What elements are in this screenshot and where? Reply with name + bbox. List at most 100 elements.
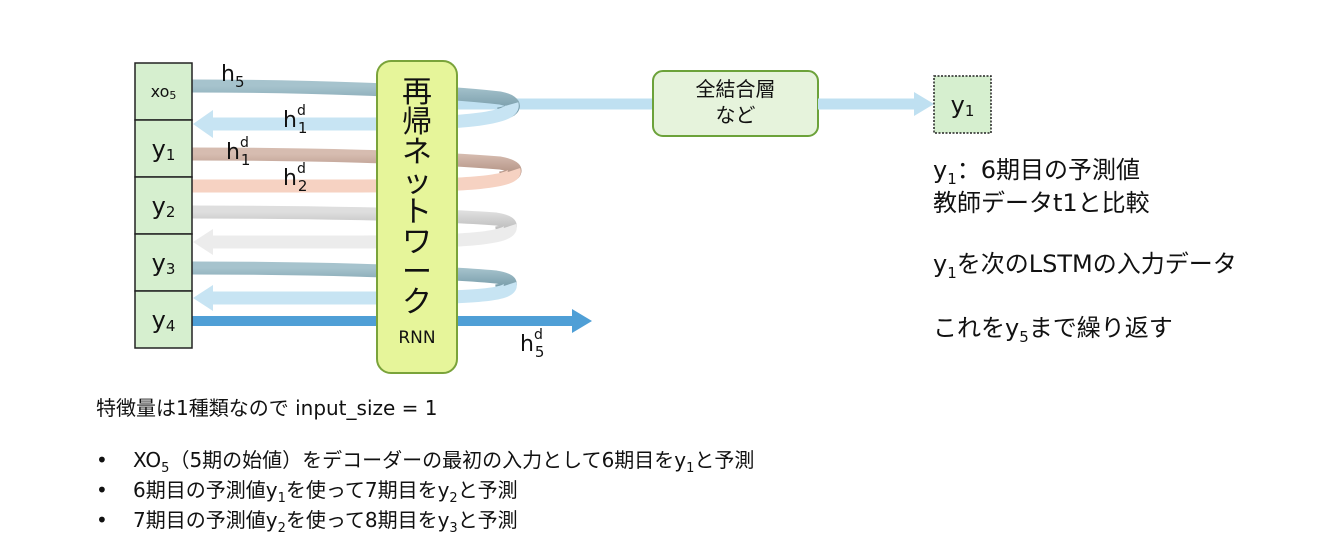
- label-sub: 1: [297, 119, 308, 137]
- loop2-lower-band: [192, 167, 521, 193]
- input-cell-box: [134, 176, 193, 235]
- note-line-4: これをy5まで繰り返す: [933, 312, 1173, 348]
- bullet-mid: を使って7期目をy: [285, 478, 450, 502]
- feature-line: 特徴量は1種類なので input_size = 1: [96, 396, 438, 420]
- bullet-post: と予測: [457, 508, 518, 532]
- rnn-label: RNN: [398, 328, 436, 348]
- bullet-pre: 6期目の予測値y: [133, 478, 278, 502]
- input-cell-main: y: [151, 305, 166, 334]
- bullet-sub: 5: [161, 461, 170, 476]
- bullet-post: と予測: [457, 478, 518, 502]
- input-cell-main: y: [151, 134, 166, 163]
- loop3-lower-band: [210, 223, 517, 249]
- input-cell-sub: 4: [165, 316, 176, 335]
- bullet-item-2: • 6期目の予測値y1を使って7期目をy2と予測: [96, 475, 518, 509]
- note-pre: これをy: [933, 314, 1020, 342]
- label-h5: h5: [221, 62, 245, 91]
- note-sub: 1: [947, 170, 957, 188]
- rnn-title-char: ト: [402, 195, 432, 230]
- input-cell-sub: 2: [165, 202, 176, 221]
- loop4-upper-band: [191, 261, 517, 298]
- input-cells: [134, 62, 193, 349]
- label-hd1-top: hd1: [283, 103, 307, 137]
- output-sub: 1: [964, 101, 975, 120]
- label-sup: d: [239, 135, 249, 151]
- note-sub: 1: [947, 264, 957, 282]
- label-main: h: [283, 166, 297, 191]
- label-sup: d: [296, 103, 306, 119]
- output-box: [933, 75, 992, 134]
- bullet-pre: 7期目の予測値y: [133, 508, 278, 532]
- input-cell-sub: 3: [165, 259, 176, 278]
- loop3-upper-band: [191, 205, 517, 240]
- rnn-title-char: ッ: [402, 165, 432, 200]
- rnn-title: 再 帰 ネ ッ ト ワ ー ク: [377, 78, 457, 318]
- input-cell-sub: 5: [169, 89, 177, 102]
- loop3-arrowhead: [193, 229, 213, 255]
- note-line-2: 教師データt1と比較: [933, 189, 1150, 217]
- note-line-1: y1：6期目の予測値: [933, 154, 1140, 190]
- label-main: h: [226, 140, 240, 165]
- output-main: y: [950, 90, 965, 119]
- input-cell-main: y: [151, 191, 166, 220]
- input-cell-main: xo: [150, 82, 170, 101]
- label-main: h: [520, 332, 534, 357]
- loop4-lower-band: [210, 280, 517, 305]
- bullet-sub: 1: [686, 461, 695, 476]
- label-sup: d: [533, 327, 543, 343]
- rnn-block: [376, 60, 458, 374]
- bullet-sub: 2: [449, 491, 458, 506]
- rnn-title-char: 再: [402, 75, 432, 110]
- note-text: を次のLSTMの入力データ: [956, 250, 1237, 278]
- bullet-post: と予測: [694, 448, 755, 472]
- rnn-title-char: ワ: [402, 225, 432, 260]
- bullet-dot: •: [96, 478, 108, 502]
- label-hd2: hd2: [283, 161, 307, 195]
- bullet-pre: XO: [133, 448, 162, 472]
- input-cell-sub: 1: [165, 145, 176, 164]
- loop4-arrowhead: [193, 285, 213, 311]
- note-line-3: y1を次のLSTMの入力データ: [933, 248, 1237, 284]
- label-main: h: [221, 62, 235, 87]
- rnn-title-char: 帰: [402, 105, 432, 140]
- note-text: ：6期目の予測値: [956, 156, 1141, 184]
- note-pre: y: [933, 156, 948, 184]
- bullet-mid: （5期の始値）をデコーダーの最初の入力として6期目をy: [169, 448, 687, 472]
- label-sub: 5: [534, 343, 545, 361]
- rnn-title-char: ク: [402, 285, 432, 320]
- label-sub: 2: [297, 177, 308, 195]
- bullet-dot: •: [96, 508, 108, 532]
- bullet-dot: •: [96, 448, 108, 472]
- note-sub: 5: [1019, 328, 1029, 346]
- label-main: h: [283, 108, 297, 133]
- fc-to-output-arrowhead: [914, 92, 934, 116]
- bullet-item-1: • XO5（5期の始値）をデコーダーの最初の入力として6期目をy1と予測: [96, 445, 754, 479]
- fc-label-line2: など: [715, 103, 756, 127]
- loop1-arrowhead: [193, 110, 213, 138]
- label-hd1-mid: hd1: [226, 135, 250, 169]
- rnn-title-char: ネ: [402, 135, 432, 170]
- input-cell-box: [134, 119, 193, 178]
- fc-label-line1: 全結合層: [695, 77, 776, 101]
- bullet-sub: 1: [277, 491, 286, 506]
- label-sub: 5: [234, 73, 245, 91]
- note-text: まで繰り返す: [1028, 314, 1173, 342]
- bullet-sub: 3: [449, 521, 458, 536]
- input-cell-box: [134, 290, 193, 349]
- label-sub: 1: [240, 151, 251, 169]
- rnn-title-char: ー: [402, 255, 432, 290]
- input-cell-box: [134, 233, 193, 292]
- bullet-item-3: • 7期目の予測値y2を使って8期目をy3と予測: [96, 505, 518, 539]
- bullet-mid: を使って8期目をy: [285, 508, 450, 532]
- input-cell-main: y: [151, 248, 166, 277]
- bullet-sub: 2: [277, 521, 286, 536]
- label-hd5: hd5: [520, 327, 544, 361]
- note-pre: y: [933, 250, 948, 278]
